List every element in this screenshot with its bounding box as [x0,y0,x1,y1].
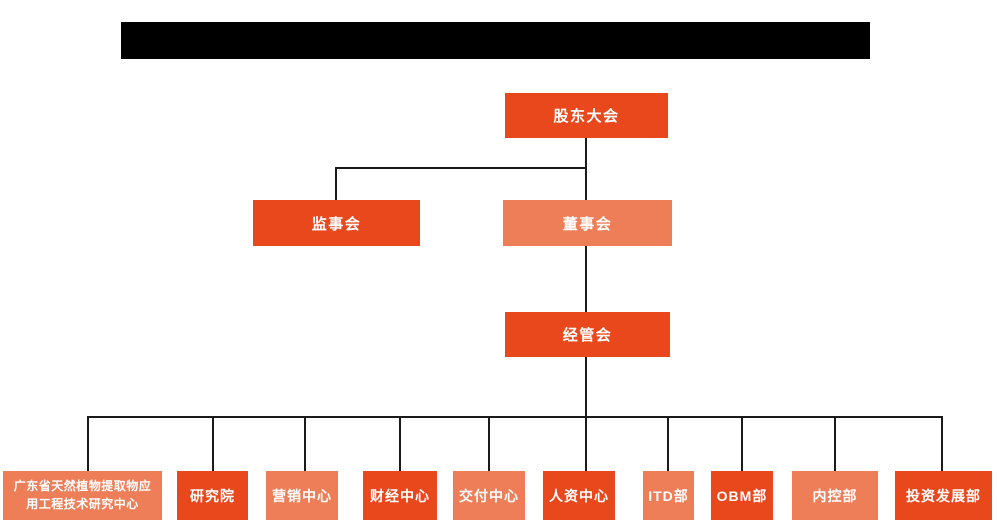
org-node-delivery-center: 交付中心 [453,471,525,520]
connector-drop-obm-dept [741,416,743,471]
org-node-marketing-center: 营销中心 [266,471,338,520]
redacted-title-bar [121,22,870,59]
connector-branch-horizontal [336,167,587,169]
org-node-finance-center: 财经中心 [363,471,437,520]
org-node-obm-dept: OBM部 [711,471,773,520]
org-node-research-institute: 研究院 [177,471,248,520]
connector-drop-research-center [87,416,89,471]
connector-drop-finance-center [399,416,401,471]
org-node-shareholders-meeting: 股东大会 [505,93,668,138]
org-node-hr-center: 人资中心 [543,471,615,520]
org-node-board-of-directors: 董事会 [503,200,672,246]
org-node-itd-dept: ITD部 [643,471,694,520]
connector-drop-delivery-center [488,416,490,471]
org-node-internal-control-dept: 内控部 [792,471,878,520]
connector-to-supervisory-board [335,167,337,200]
connector-board-to-management [585,246,587,312]
connector-drop-investment-development-dept [941,416,943,471]
connector-drop-research-institute [212,416,214,471]
connector-bus-horizontal [87,416,943,418]
connector-management-to-bus [585,357,587,417]
org-node-research-center: 广东省天然植物提取物应 用工程技术研究中心 [3,471,162,520]
connector-drop-internal-control-dept [834,416,836,471]
connector-drop-hr-center [585,416,587,471]
org-node-management-committee: 经管会 [505,312,670,357]
org-node-supervisory-board: 监事会 [253,200,420,246]
connector-root-to-board [585,138,587,200]
connector-drop-itd-dept [667,416,669,471]
connector-drop-marketing-center [304,416,306,471]
org-node-investment-development-dept: 投资发展部 [895,471,992,520]
